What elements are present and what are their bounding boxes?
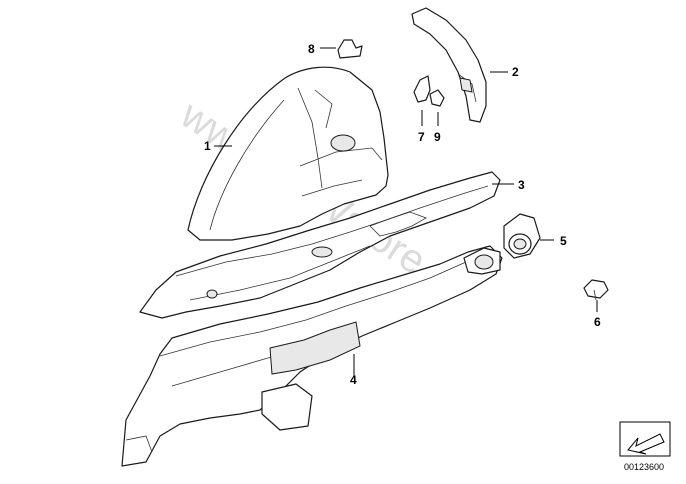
part-6-clip xyxy=(583,279,609,301)
part-2-panel xyxy=(411,7,487,123)
callout-8: 8 xyxy=(308,42,315,56)
part-5-bracket xyxy=(503,213,541,259)
callout-2: 2 xyxy=(512,65,519,79)
part-7-9-clips xyxy=(413,75,445,107)
part-1-wheel-arch xyxy=(187,66,389,241)
part-8-clip xyxy=(337,39,363,59)
callout-1: 1 xyxy=(204,139,211,153)
reference-number: 00123600 xyxy=(624,462,664,472)
callout-5: 5 xyxy=(560,234,567,248)
arrow-icon xyxy=(627,433,665,455)
reference-box: 00123600 xyxy=(619,421,671,472)
callout-6: 6 xyxy=(594,315,601,329)
callout-4: 4 xyxy=(350,373,357,387)
part-4-frame-rail xyxy=(121,245,503,467)
part-3-side-member xyxy=(139,171,501,319)
callout-3: 3 xyxy=(518,178,525,192)
callout-9: 9 xyxy=(434,130,441,144)
leader-lines xyxy=(214,47,598,376)
callout-7: 7 xyxy=(418,130,425,144)
